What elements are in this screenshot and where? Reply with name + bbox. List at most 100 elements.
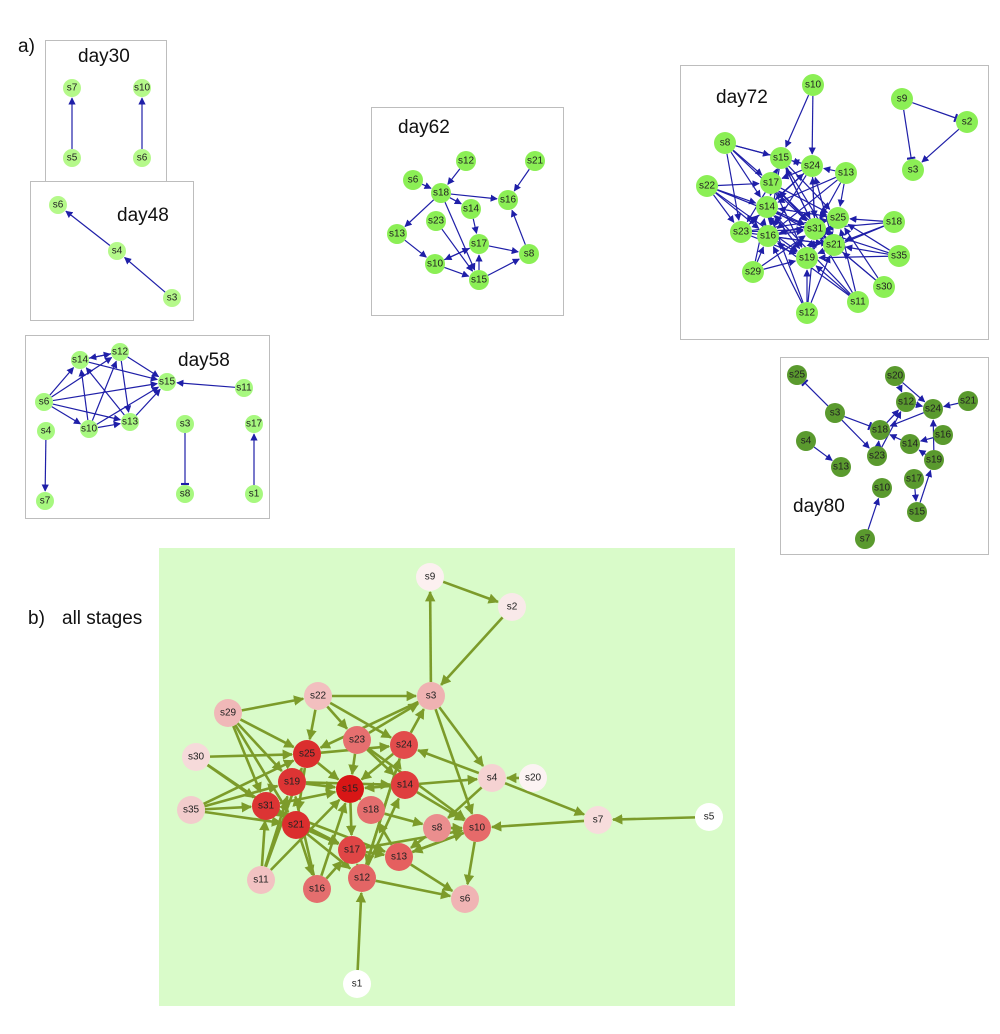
- day80-node-s7[interactable]: s7: [855, 529, 875, 549]
- day72-node-s14[interactable]: s14: [756, 196, 778, 218]
- day72-node-s15[interactable]: s15: [770, 147, 792, 169]
- day72-node-s8[interactable]: s8: [714, 132, 736, 154]
- day80-node-s13[interactable]: s13: [831, 457, 851, 477]
- day72-node-s13[interactable]: s13: [835, 162, 857, 184]
- day62-node-s16[interactable]: s16: [498, 190, 518, 210]
- day62-node-s13[interactable]: s13: [387, 224, 407, 244]
- all-node-s24[interactable]: s24: [390, 731, 418, 759]
- all-node-s4[interactable]: s4: [478, 764, 506, 792]
- day72-node-s31[interactable]: s31: [804, 218, 826, 240]
- day72-node-s12[interactable]: s12: [796, 302, 818, 324]
- day72-node-s16[interactable]: s16: [757, 225, 779, 247]
- day30-node-s7[interactable]: s7: [63, 79, 81, 97]
- day62-node-s15[interactable]: s15: [469, 270, 489, 290]
- all-node-s22[interactable]: s22: [304, 682, 332, 710]
- day58-node-s6[interactable]: s6: [35, 393, 53, 411]
- all-node-s35[interactable]: s35: [177, 796, 205, 824]
- all-node-s30[interactable]: s30: [182, 743, 210, 771]
- day62-node-s17[interactable]: s17: [469, 234, 489, 254]
- all-node-s15[interactable]: s15: [336, 775, 364, 803]
- all-node-s14[interactable]: s14: [391, 771, 419, 799]
- day72-node-s10[interactable]: s10: [802, 74, 824, 96]
- day80-node-s20[interactable]: s20: [885, 366, 905, 386]
- day72-node-s24[interactable]: s24: [801, 155, 823, 177]
- day72-node-s21[interactable]: s21: [823, 234, 845, 256]
- day62-node-s6[interactable]: s6: [403, 170, 423, 190]
- day72-node-s11[interactable]: s11: [847, 291, 869, 313]
- day72-node-s19[interactable]: s19: [796, 247, 818, 269]
- all-node-s3[interactable]: s3: [417, 682, 445, 710]
- day80-node-s10[interactable]: s10: [872, 478, 892, 498]
- day30-node-s6[interactable]: s6: [133, 149, 151, 167]
- all-node-s2[interactable]: s2: [498, 593, 526, 621]
- day62-node-s12[interactable]: s12: [456, 151, 476, 171]
- day58-node-s14[interactable]: s14: [71, 351, 89, 369]
- day72-node-s29[interactable]: s29: [742, 261, 764, 283]
- day48-node-s6[interactable]: s6: [49, 196, 67, 214]
- day62-node-s8[interactable]: s8: [519, 244, 539, 264]
- all-node-s19[interactable]: s19: [278, 768, 306, 796]
- all-node-s12[interactable]: s12: [348, 864, 376, 892]
- day72-node-s30[interactable]: s30: [873, 276, 895, 298]
- day72-node-s9[interactable]: s9: [891, 88, 913, 110]
- all-node-s7[interactable]: s7: [584, 806, 612, 834]
- day80-node-s16[interactable]: s16: [933, 425, 953, 445]
- all-node-s10[interactable]: s10: [463, 814, 491, 842]
- day48-node-s4[interactable]: s4: [108, 242, 126, 260]
- all-node-s11[interactable]: s11: [247, 866, 275, 894]
- all-node-s23[interactable]: s23: [343, 726, 371, 754]
- day72-node-s3[interactable]: s3: [902, 159, 924, 181]
- all-node-s25[interactable]: s25: [293, 740, 321, 768]
- day58-node-s15[interactable]: s15: [158, 373, 176, 391]
- day58-node-s7[interactable]: s7: [36, 492, 54, 510]
- day58-node-s4[interactable]: s4: [37, 422, 55, 440]
- day80-node-s17[interactable]: s17: [904, 469, 924, 489]
- day80-node-s14[interactable]: s14: [900, 434, 920, 454]
- all-node-s17[interactable]: s17: [338, 836, 366, 864]
- all-node-s21[interactable]: s21: [282, 811, 310, 839]
- day48-node-s3[interactable]: s3: [163, 289, 181, 307]
- day72-node-s35[interactable]: s35: [888, 245, 910, 267]
- day58-node-s17[interactable]: s17: [245, 415, 263, 433]
- day58-node-s11[interactable]: s11: [235, 379, 253, 397]
- day80-node-s19[interactable]: s19: [924, 450, 944, 470]
- day72-node-s2[interactable]: s2: [956, 111, 978, 133]
- day30-node-s5[interactable]: s5: [63, 149, 81, 167]
- day62-node-s10[interactable]: s10: [425, 254, 445, 274]
- all-node-s9[interactable]: s9: [416, 563, 444, 591]
- day58-node-s12[interactable]: s12: [111, 343, 129, 361]
- day72-node-s25[interactable]: s25: [827, 207, 849, 229]
- day80-node-s15[interactable]: s15: [907, 502, 927, 522]
- day80-node-s23[interactable]: s23: [867, 446, 887, 466]
- day80-node-s4[interactable]: s4: [796, 431, 816, 451]
- day58-node-s13[interactable]: s13: [121, 413, 139, 431]
- all-node-s20[interactable]: s20: [519, 764, 547, 792]
- day62-node-s18[interactable]: s18: [431, 183, 451, 203]
- day62-node-s14[interactable]: s14: [461, 199, 481, 219]
- day62-node-s21[interactable]: s21: [525, 151, 545, 171]
- day58-node-s8[interactable]: s8: [176, 485, 194, 503]
- day72-node-s18[interactable]: s18: [883, 211, 905, 233]
- day80-node-s3[interactable]: s3: [825, 403, 845, 423]
- day62-node-s23[interactable]: s23: [426, 211, 446, 231]
- day58-node-s10[interactable]: s10: [80, 420, 98, 438]
- day80-node-s18[interactable]: s18: [870, 420, 890, 440]
- all-node-s6[interactable]: s6: [451, 885, 479, 913]
- day80-node-s12[interactable]: s12: [896, 392, 916, 412]
- day72-node-s23[interactable]: s23: [730, 221, 752, 243]
- day72-node-s17[interactable]: s17: [760, 172, 782, 194]
- all-node-s5[interactable]: s5: [695, 803, 723, 831]
- day30-node-s10[interactable]: s10: [133, 79, 151, 97]
- day80-node-s21[interactable]: s21: [958, 391, 978, 411]
- day80-node-s25[interactable]: s25: [787, 365, 807, 385]
- all-node-s18[interactable]: s18: [357, 796, 385, 824]
- day58-node-s3[interactable]: s3: [176, 415, 194, 433]
- all-node-s13[interactable]: s13: [385, 843, 413, 871]
- all-node-s31[interactable]: s31: [252, 792, 280, 820]
- all-node-s16[interactable]: s16: [303, 875, 331, 903]
- all-node-s8[interactable]: s8: [423, 814, 451, 842]
- day58-node-s1[interactable]: s1: [245, 485, 263, 503]
- all-node-s1[interactable]: s1: [343, 970, 371, 998]
- day72-node-s22[interactable]: s22: [696, 175, 718, 197]
- all-node-s29[interactable]: s29: [214, 699, 242, 727]
